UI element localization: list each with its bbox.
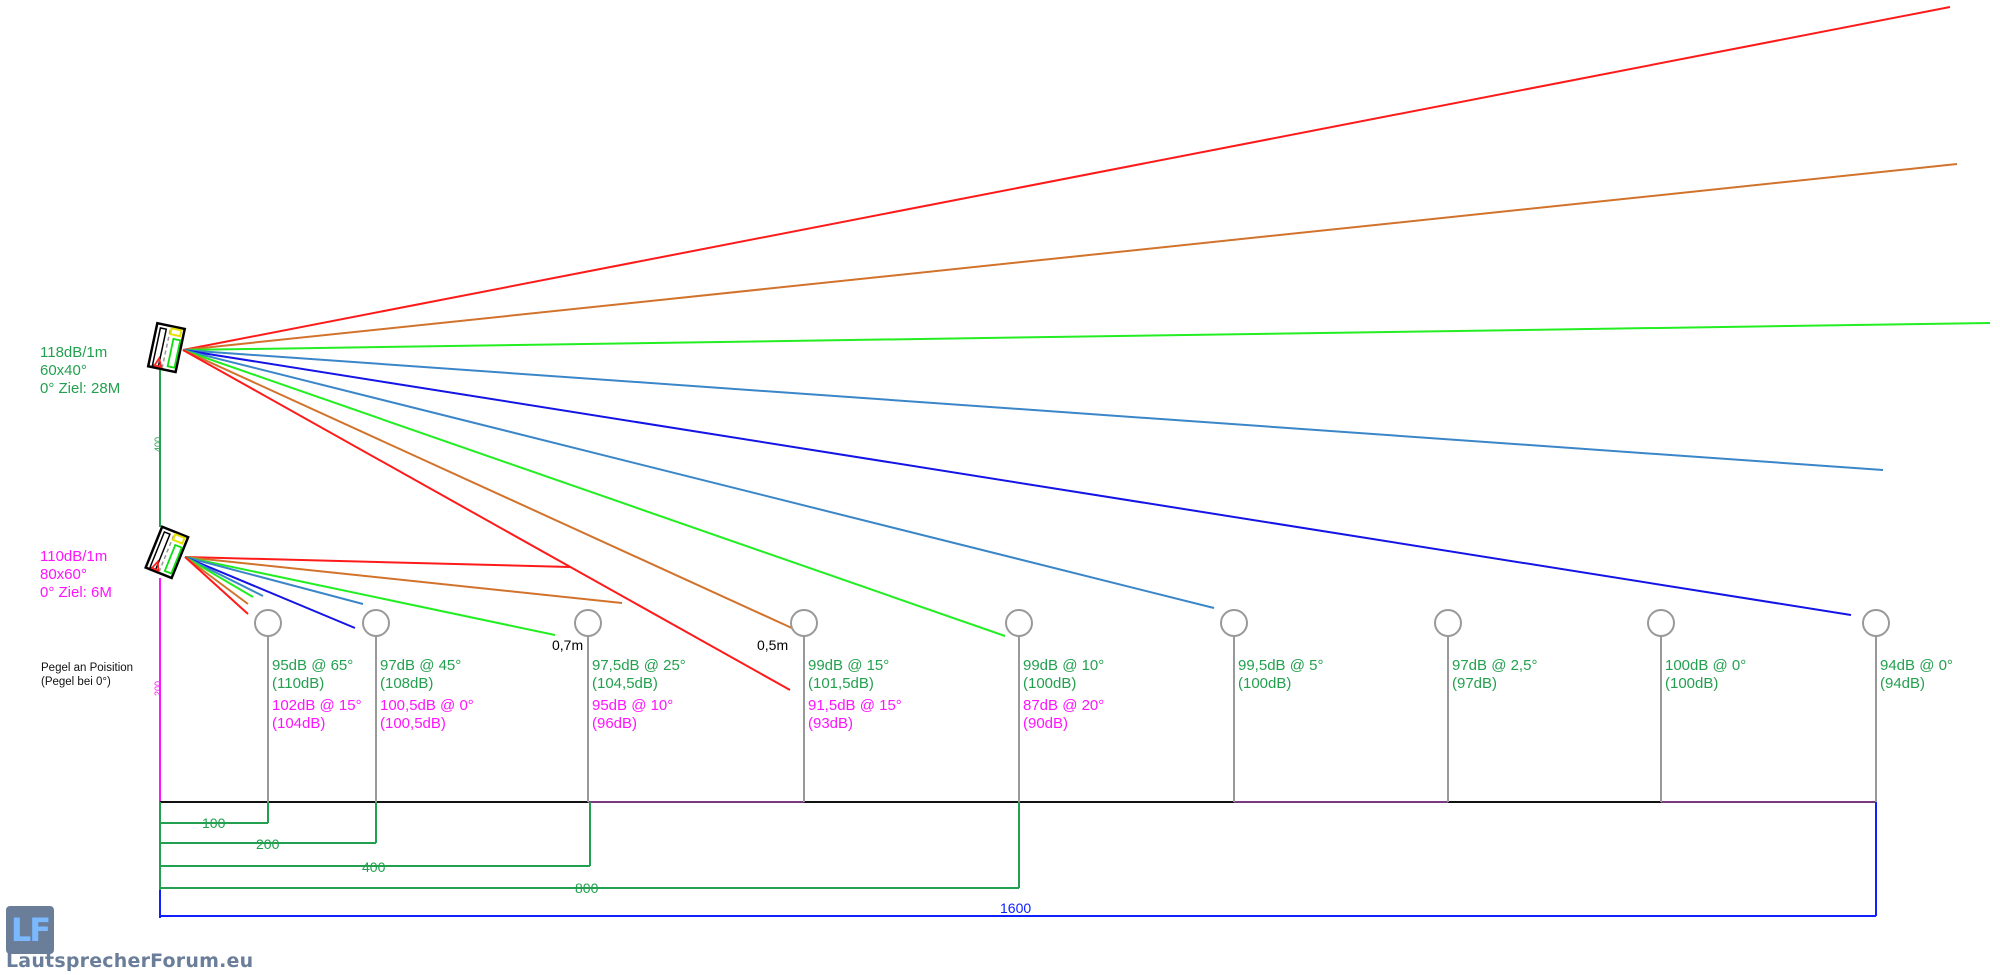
position-4-upper-level: 99dB @ 15°(101,5dB): [808, 657, 889, 693]
lower-level-reference: (96dB): [592, 715, 638, 732]
position-1-upper-level: 95dB @ 65°(110dB): [272, 657, 353, 693]
ray-upper-red-bottom: [182, 349, 791, 691]
upper-level-reference: (94dB): [1880, 675, 1926, 692]
lower-speaker-icon: [144, 525, 190, 580]
position-5-lower-level: 87dB @ 20°(90dB): [1023, 697, 1104, 733]
ray-lower-red-bottom: [184, 556, 249, 615]
position-5-upper-level: 99dB @ 10°(100dB): [1023, 657, 1104, 693]
upper-speaker-level: 118dB/1m: [40, 344, 108, 361]
lower-level-value: 100,5dB @ 0°: [380, 697, 474, 714]
ray-lower-steelblue-top: [184, 556, 364, 605]
lower-level-value: 87dB @ 20°: [1023, 697, 1105, 714]
mic-position-5: [1005, 609, 1033, 637]
ray-lower-orange-top: [184, 556, 623, 604]
upper-level-reference: (100dB): [1665, 675, 1719, 692]
legend: Pegel an Poisition (Pegel bei 0°): [41, 661, 133, 689]
ray-lower-green-bottom: [184, 556, 254, 598]
lower-speaker-target: 0° Ziel: 6M: [40, 584, 112, 601]
lower-speaker-dispersion: 80x60°: [40, 566, 87, 583]
dimension-lines: [159, 802, 1877, 918]
upper-level-value: 97dB @ 45°: [380, 657, 462, 674]
upper-level-reference: (97dB): [1452, 675, 1498, 692]
position-7-upper-level: 97dB @ 2,5°(97dB): [1452, 657, 1537, 693]
upper-speaker-rays: [182, 6, 1991, 691]
position-9-upper-level: 94dB @ 0°(94dB): [1880, 657, 1953, 693]
mic-position-4: [790, 609, 818, 637]
position-2-upper-level: 97dB @ 45°(108dB): [380, 657, 461, 693]
logo-monogram: LF: [10, 911, 51, 949]
ray-lower-red-top: [184, 556, 571, 568]
lower-level-reference: (93dB): [808, 715, 854, 732]
upper-level-reference: (101,5dB): [808, 675, 874, 692]
dimension-label-400: 400: [362, 859, 386, 875]
upper-level-value: 99dB @ 10°: [1023, 657, 1105, 674]
ray-upper-red-top: [182, 6, 1951, 351]
position-1-lower-level: 102dB @ 15°(104dB): [272, 697, 362, 733]
position-3-upper-level: 97,5dB @ 25°(104,5dB): [592, 657, 686, 693]
upper-level-value: 97dB @ 2,5°: [1452, 657, 1538, 674]
upper-level-value: 95dB @ 65°: [272, 657, 354, 674]
lower-height-mark: 200: [153, 680, 163, 696]
mic-position-6: [1220, 609, 1248, 637]
lower-speaker-rays: [184, 556, 623, 636]
mic-position-7: [1434, 609, 1462, 637]
upper-level-value: 100dB @ 0°: [1665, 657, 1747, 674]
position-6-upper-level: 99,5dB @ 5°(100dB): [1238, 657, 1323, 693]
upper-level-reference: (108dB): [380, 675, 434, 692]
ray-upper-orange-top: [182, 163, 1958, 351]
dimension-label-1600: 1600: [1000, 900, 1032, 916]
lower-level-reference: (90dB): [1023, 715, 1069, 732]
mic-position-8: [1647, 609, 1675, 637]
position-2-lower-level: 100,5dB @ 0°(100,5dB): [380, 697, 474, 733]
logo-text: LautsprecherForum.eu: [6, 950, 254, 972]
upper-level-value: 94dB @ 0°: [1880, 657, 1953, 674]
upper-level-reference: (110dB): [272, 675, 325, 692]
upper-level-reference: (100dB): [1023, 675, 1077, 692]
distance-mark-0-5m: 0,5m: [757, 637, 789, 653]
ray-upper-steelblue-top: [182, 349, 1884, 471]
lower-speaker-level: 110dB/1m: [40, 548, 108, 565]
upper-speaker-icon: [146, 321, 187, 374]
mic-position-3: [574, 609, 602, 637]
logo-badge: LF: [6, 906, 54, 954]
position-3-lower-level: 95dB @ 10°(96dB): [592, 697, 673, 733]
ray-lower-blue: [184, 556, 356, 629]
ray-upper-green-top: [182, 322, 1991, 351]
lower-speaker-specs: 110dB/1m 80x60° 0° Ziel: 6M: [40, 548, 112, 602]
mic-position-9: [1862, 609, 1890, 637]
lower-level-value: 91,5dB @ 15°: [808, 697, 902, 714]
legend-line-1: Pegel an Poisition: [41, 662, 134, 674]
ray-upper-steelblue-bottom: [182, 349, 1215, 609]
legend-line-2: (Pegel bei 0°): [41, 676, 111, 688]
upper-level-reference: (100dB): [1238, 675, 1292, 692]
mic-position-1: [254, 609, 282, 637]
mic-position-2: [362, 609, 390, 637]
dimension-label-800: 800: [575, 880, 599, 896]
position-4-lower-level: 91,5dB @ 15°(93dB): [808, 697, 902, 733]
upper-height-mark: 400: [153, 436, 163, 452]
lower-level-value: 102dB @ 15°: [272, 697, 362, 714]
upper-speaker-target: 0° Ziel: 28M: [40, 380, 121, 397]
upper-level-value: 99,5dB @ 5°: [1238, 657, 1324, 674]
distance-mark-0-7m: 0,7m: [552, 637, 584, 653]
upper-level-value: 97,5dB @ 25°: [592, 657, 686, 674]
lower-level-reference: (100,5dB): [380, 715, 446, 732]
upper-speaker-dispersion: 60x40°: [40, 362, 87, 379]
upper-level-value: 99dB @ 15°: [808, 657, 890, 674]
dimension-label-100: 100: [202, 815, 226, 831]
ray-upper-green-bottom: [182, 349, 1006, 637]
upper-speaker-specs: 118dB/1m 60x40° 0° Ziel: 28M: [40, 344, 120, 398]
lower-level-reference: (104dB): [272, 715, 326, 732]
ray-lower-orange-bottom: [184, 556, 249, 605]
dimension-label-200: 200: [256, 836, 280, 852]
position-8-upper-level: 100dB @ 0°(100dB): [1665, 657, 1746, 693]
mic-positions: [254, 609, 1890, 802]
ray-upper-orange-bottom: [182, 349, 795, 630]
upper-level-reference: (104,5dB): [592, 675, 658, 692]
ray-lower-green-top: [184, 556, 556, 636]
ray-upper-blue: [182, 349, 1852, 616]
lower-level-value: 95dB @ 10°: [592, 697, 674, 714]
